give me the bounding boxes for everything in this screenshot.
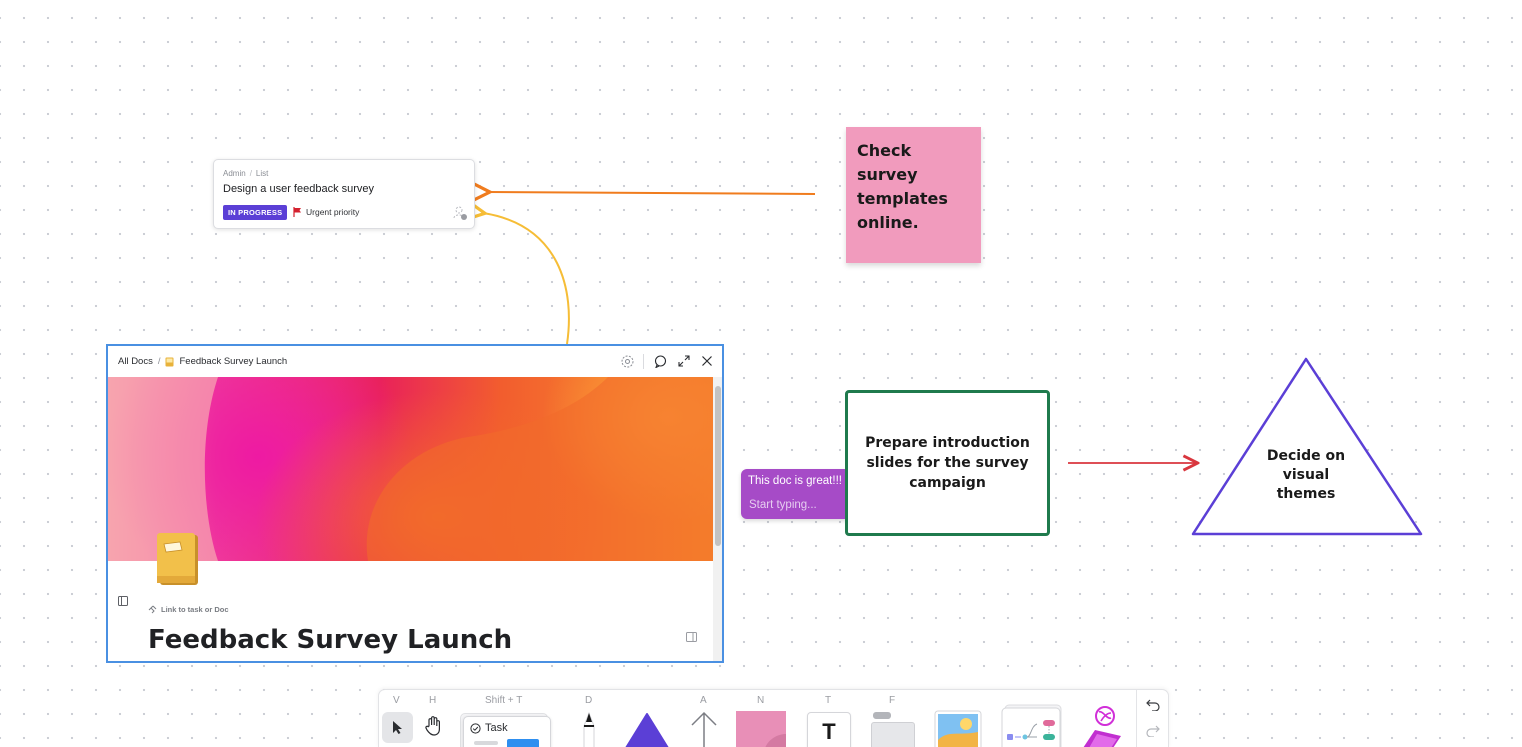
task-breadcrumb-list[interactable]: List <box>255 169 269 178</box>
pen-tool[interactable] <box>579 712 599 747</box>
task-breadcrumb-space[interactable]: Admin <box>223 169 246 178</box>
mindmap-tool[interactable] <box>1001 704 1065 747</box>
hand-tool[interactable] <box>419 712 450 743</box>
task-tool[interactable]: Task <box>460 713 551 747</box>
add-assignee-icon[interactable] <box>452 205 468 221</box>
panel-toggle-icon[interactable] <box>686 632 697 642</box>
doc-breadcrumb-title[interactable]: Feedback Survey Launch <box>179 356 288 367</box>
doc-header: All Docs / Feedback Survey Launch <box>108 346 722 377</box>
priority-text: Urgent priority <box>306 207 360 217</box>
link-to-task-button[interactable]: Link to task or Doc <box>148 605 229 614</box>
redo-icon[interactable] <box>1146 725 1160 737</box>
note-shortcut: N <box>757 695 765 706</box>
draw-shortcut: D <box>585 695 593 706</box>
task-tool-bar-gray <box>474 741 498 745</box>
image-tool[interactable] <box>934 710 982 747</box>
status-badge[interactable]: IN PROGRESS <box>223 205 288 220</box>
breadcrumb-separator: / <box>249 169 252 178</box>
task-card[interactable]: Admin/List Design a user feedback survey… <box>213 159 475 229</box>
sticky-to-task-connector[interactable] <box>488 192 816 194</box>
hand-shortcut: H <box>429 695 437 706</box>
doc-breadcrumb: All Docs / Feedback Survey Launch <box>118 356 287 367</box>
rectangle-text: Prepare introduction slides for the surv… <box>865 435 1030 491</box>
frame-tool-tab <box>873 712 891 719</box>
comment-icon[interactable] <box>654 355 667 368</box>
shape-tool[interactable] <box>625 712 669 747</box>
breadcrumb-separator: / <box>157 356 161 367</box>
doc-book-icon <box>165 357 174 366</box>
watch-icon[interactable] <box>621 355 634 368</box>
doc-title[interactable]: Feedback Survey Launch <box>148 625 513 655</box>
link-to-task-label: Link to task or Doc <box>161 605 229 614</box>
comment-text: This doc is great!!! <box>748 475 842 487</box>
doc-cover-image[interactable] <box>108 377 713 561</box>
expand-icon[interactable] <box>678 355 690 367</box>
close-icon[interactable] <box>701 355 713 367</box>
triangle-shape[interactable] <box>1190 356 1424 538</box>
task-tool-bar-blue <box>507 739 539 747</box>
select-shortcut: V <box>393 695 400 706</box>
arrow-shortcut: A <box>700 695 707 706</box>
text-shortcut: T <box>825 695 832 706</box>
link-icon <box>148 605 157 614</box>
text-tool-glyph: T <box>822 719 836 744</box>
all-docs-link[interactable]: All Docs <box>118 356 153 367</box>
task-tool-label: Task <box>485 722 508 734</box>
frame-tool[interactable] <box>871 712 915 747</box>
doc-embed[interactable]: All Docs / Feedback Survey Launch Link t… <box>106 344 724 663</box>
triangle-text: Decide on visual themes <box>1266 448 1346 502</box>
bottom-toolbar: V H Shift + T D A N T F Task T <box>378 689 1169 747</box>
sticky-note-text: Check survey templates online. <box>857 141 948 232</box>
flag-icon <box>293 207 301 217</box>
doc-scrollbar-thumb[interactable] <box>715 386 721 546</box>
frame-shortcut: F <box>889 695 896 706</box>
comment-bubble[interactable]: This doc is great!!! Start typing... <box>741 469 852 519</box>
frame-tool-body <box>871 722 915 747</box>
doc-to-task-connector[interactable] <box>483 213 570 345</box>
check-circle-icon <box>470 723 481 734</box>
task-title[interactable]: Design a user feedback survey <box>223 183 375 195</box>
priority-label[interactable]: Urgent priority <box>293 207 359 217</box>
task-breadcrumb: Admin/List <box>223 169 268 178</box>
sticky-note-tool[interactable] <box>735 710 787 747</box>
undo-icon[interactable] <box>1146 699 1160 711</box>
header-divider <box>643 354 644 369</box>
sidebar-toggle-icon[interactable] <box>118 596 128 606</box>
cover-wave <box>108 377 713 561</box>
arrow-tool[interactable] <box>689 710 719 747</box>
hand-icon <box>425 716 440 736</box>
text-tool[interactable]: T <box>807 712 851 747</box>
comment-reply-input[interactable]: Start typing... <box>749 499 817 511</box>
rectangle-shape[interactable]: Prepare introduction slides for the surv… <box>845 390 1050 536</box>
ai-brain-tool[interactable] <box>1077 702 1133 747</box>
task-shortcut: Shift + T <box>485 695 523 706</box>
task-tool-card: Task <box>463 716 551 747</box>
toolbar-divider <box>1136 690 1137 747</box>
select-tool[interactable] <box>382 712 413 743</box>
cursor-icon <box>393 721 402 734</box>
doc-book-emoji-icon[interactable] <box>154 532 202 588</box>
sticky-note[interactable]: Check survey templates online. <box>846 127 981 263</box>
